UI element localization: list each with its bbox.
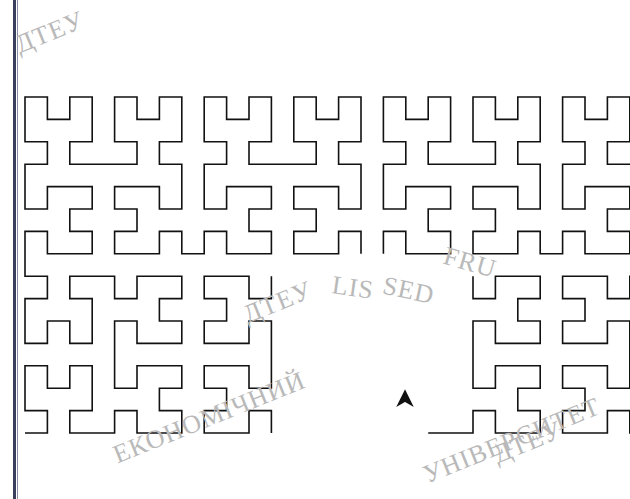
hilbert-curve [25, 97, 630, 433]
watermark: SED [380, 271, 437, 311]
watermark-text: ДТЕУ [239, 275, 317, 329]
watermark-text: LIS [330, 270, 376, 305]
turtle-cursor [398, 391, 412, 405]
window-border [13, 0, 16, 499]
watermark-text: ЕКОНОМІЧНИЙ [109, 365, 310, 469]
watermark: ДТЕУ [239, 275, 317, 330]
watermark: LIS [330, 270, 376, 306]
watermark-text: УНІВЕРСИТЕТ [419, 392, 605, 490]
watermark: ДТЕУ [11, 5, 89, 60]
watermark: УНІВЕРСИТЕТ [419, 392, 605, 490]
window-border [17, 0, 18, 499]
watermark: FRU [440, 241, 500, 285]
watermark-text: FRU [440, 241, 499, 284]
watermark-text: SED [380, 271, 437, 310]
watermark-text: ДТЕУ [11, 5, 89, 59]
watermark: ЕКОНОМІЧНИЙ [109, 365, 310, 470]
